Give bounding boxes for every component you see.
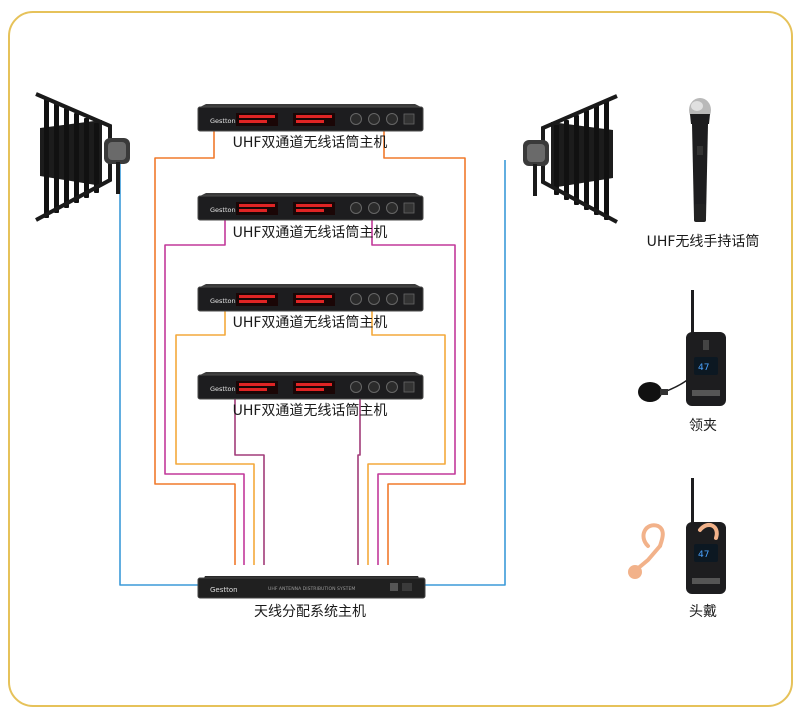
antenna-cable-left <box>119 158 205 586</box>
receiver-brand: Gestton <box>210 297 236 305</box>
cable-rx2-left <box>164 218 245 565</box>
receiver-unit-4: Gestton <box>197 372 424 400</box>
svg-text:47: 47 <box>698 550 709 560</box>
cable-rx3-left <box>175 309 255 565</box>
handheld-microphone-icon <box>689 98 711 222</box>
bodypack-transmitter-icon: 47 <box>686 478 726 594</box>
headset-label: 头戴 <box>689 604 717 620</box>
distribution-unit: Gestton UHF ANTENNA DISTRIBUTION SYSTEM <box>197 576 426 599</box>
receiver-brand: Gestton <box>210 385 236 393</box>
receiver-1-label: UHF双通道无线话筒主机 <box>233 134 388 151</box>
receiver-brand: Gestton <box>210 206 236 214</box>
antenna-cable-right <box>418 160 506 586</box>
receiver-brand: Gestton <box>210 117 236 125</box>
cable-rx4-right <box>357 398 361 565</box>
distributor-brand: Gestton <box>210 586 238 594</box>
lapel-bodypack: 47 <box>686 290 726 406</box>
cable-rx1-left <box>154 129 236 565</box>
distributor-label: 天线分配系统主机 <box>254 604 366 620</box>
receiver-2-label: UHF双通道无线话筒主机 <box>233 224 388 241</box>
receiver-unit-3: Gestton <box>197 284 424 312</box>
cable-rx1-right <box>383 129 466 565</box>
cable-rx3-right <box>367 309 446 565</box>
receiver-unit-1: Gestton <box>197 104 424 132</box>
receiver-unit-2: Gestton <box>197 193 424 221</box>
headset-bodypack: 47 <box>686 478 726 594</box>
bodypack-transmitter-icon: 47 <box>686 290 726 406</box>
handheld-microphone <box>689 98 711 222</box>
receiver-4-label: UHF双通道无线话筒主机 <box>233 402 388 419</box>
lapel-microphone-icon <box>638 377 691 402</box>
cable-rx4-left <box>234 398 265 565</box>
distributor-panel-text: UHF ANTENNA DISTRIBUTION SYSTEM <box>268 586 355 592</box>
handheld-label: UHF无线手持话筒 <box>647 233 760 250</box>
lapel-label: 领夹 <box>689 418 717 434</box>
lapel-microphone <box>638 377 691 402</box>
svg-text:47: 47 <box>698 363 709 373</box>
headset-microphone-icon <box>628 522 719 579</box>
receiver-3-label: UHF双通道无线话筒主机 <box>233 314 388 331</box>
cable-rx2-right <box>371 218 456 565</box>
headset-microphone <box>628 522 719 579</box>
cable-layer <box>119 129 506 586</box>
